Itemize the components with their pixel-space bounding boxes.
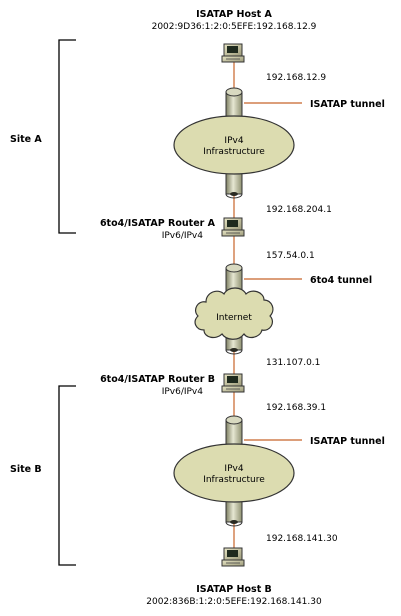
host-a-computer-icon	[221, 43, 245, 63]
ipv4-infrastructure-a-line1: IPv4	[224, 136, 243, 146]
host-a-title: ISATAP Host A	[196, 9, 272, 20]
site-a-label: Site A	[10, 134, 42, 145]
ipv4-infrastructure-a-line2: Infrastructure	[203, 147, 265, 157]
site-b-bracket	[58, 385, 76, 566]
site-b-label: Site B	[10, 464, 42, 475]
host-a-address: 2002:9D36:1:2:0:5EFE:192.168.12.9	[152, 22, 317, 32]
ipv4-infrastructure-b-ellipse	[173, 443, 295, 503]
internet-label: Internet	[216, 313, 252, 323]
host-b-ipv4-address: 192.168.141.30	[266, 534, 338, 544]
ipv4-infrastructure-b-line2: Infrastructure	[203, 475, 265, 485]
router-a-public-address: 157.54.0.1	[266, 251, 315, 261]
isatap-tunnel-b-label: ISATAP tunnel	[310, 436, 385, 447]
host-a-ipv4-address: 192.168.12.9	[266, 73, 326, 83]
router-b-private-address: 192.168.39.1	[266, 403, 326, 413]
site-a-bracket	[58, 39, 76, 234]
router-a-title: 6to4/ISATAP Router A	[100, 218, 216, 229]
internet-cloud	[194, 287, 274, 340]
isatap-tunnel-a-label: ISATAP tunnel	[310, 99, 385, 110]
ipv4-infrastructure-a-ellipse	[173, 115, 295, 175]
router-b-public-address: 131.107.0.1	[266, 358, 320, 368]
router-b-computer-icon	[221, 373, 245, 393]
ipv4-infrastructure-b-line1: IPv4	[224, 464, 243, 474]
host-b-computer-icon	[221, 547, 245, 567]
sixto4-tunnel-label: 6to4 tunnel	[310, 275, 372, 286]
router-b-title: 6to4/ISATAP Router B	[100, 374, 215, 385]
host-b-title: ISATAP Host B	[196, 584, 272, 595]
host-b-address: 2002:836B:1:2:0:5EFE:192.168.141.30	[146, 597, 322, 607]
router-b-subtitle: IPv6/IPv4	[162, 387, 204, 397]
router-a-subtitle: IPv6/IPv4	[162, 231, 204, 241]
router-a-private-address: 192.168.204.1	[266, 205, 332, 215]
router-a-computer-icon	[221, 217, 245, 237]
